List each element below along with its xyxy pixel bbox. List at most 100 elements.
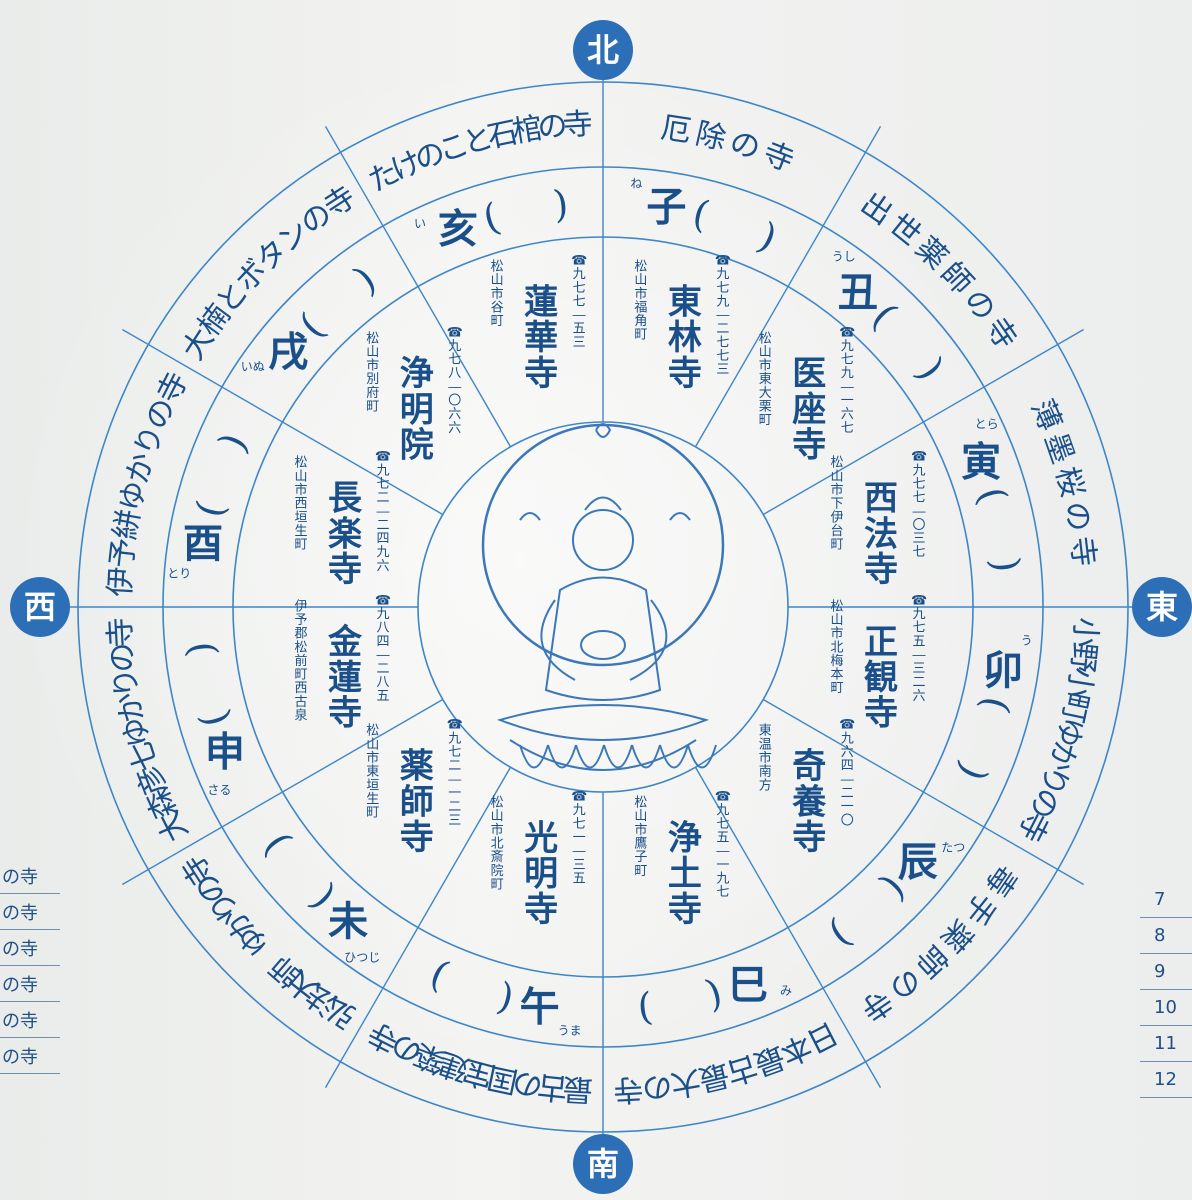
svg-text:町: 町 — [491, 314, 504, 329]
svg-text:町: 町 — [831, 681, 844, 696]
svg-text:明: 明 — [400, 390, 434, 430]
zodiac-sign: 申さる() — [178, 640, 245, 797]
svg-text:市: 市 — [491, 286, 504, 302]
zodiac-paren: ( — [688, 191, 713, 237]
zodiac-kanji: 未 — [328, 898, 368, 945]
temple-phone: ☎九七九―一六七 — [839, 325, 855, 436]
temple-phone: ☎九七二―二四九六 — [375, 450, 391, 574]
svg-text:市: 市 — [759, 358, 772, 374]
svg-text:七: 七 — [913, 545, 926, 560]
temple-phone: ☎九七八―〇六六 — [447, 325, 463, 436]
svg-text:養: 養 — [792, 782, 826, 822]
svg-text:市: 市 — [634, 822, 647, 838]
outer-ring-char: 寺 — [612, 1071, 644, 1108]
svg-text:師: 師 — [400, 782, 434, 822]
temple-entry: 東林寺 松山市福角町 ☎九七九―二七七三 — [634, 253, 731, 393]
temple-name: 正観寺 — [864, 622, 898, 733]
temple-address: 松山市福角町 — [634, 259, 647, 342]
left-list-row: の寺 — [0, 1002, 60, 1038]
zodiac-kanji: 辰 — [898, 838, 938, 885]
temple-phone: ☎九八四―二八五 — [375, 593, 391, 704]
left-list: の寺の寺の寺の寺の寺の寺 — [0, 858, 60, 1074]
svg-text:東: 東 — [366, 764, 379, 780]
zodiac-sign: 寅とら() — [961, 417, 1028, 574]
outer-ring-char: 除 — [692, 116, 729, 157]
zodiac-reading: う — [1021, 633, 1033, 647]
zodiac-sign: 酉とり() — [167, 427, 256, 581]
svg-text:奇: 奇 — [792, 747, 826, 787]
svg-text:南: 南 — [759, 764, 772, 780]
svg-text:市: 市 — [491, 822, 504, 838]
svg-text:寺: 寺 — [328, 694, 362, 734]
outer-ring-char: の — [640, 1067, 674, 1105]
temple-address: 松山市鷹子町 — [634, 796, 647, 879]
right-list-row: 12 — [1140, 1062, 1192, 1098]
zodiac-kanji: 酉 — [183, 520, 223, 567]
svg-text:三: 三 — [573, 335, 586, 350]
svg-text:西: 西 — [24, 588, 56, 626]
temple-address: 松山市別府町 — [366, 331, 379, 414]
temple-name: 西法寺 — [864, 479, 898, 590]
svg-text:泉: 泉 — [294, 708, 307, 724]
bodhisattva-illustration — [483, 424, 723, 770]
temple-name: 医座寺 — [792, 354, 826, 465]
temple-phone: ☎九七七―〇三七 — [911, 450, 927, 561]
temple-entry: 金蓮寺伊予郡松前町西古泉☎九八四―二八五 — [294, 593, 391, 733]
temple-address: 松山市北斎院町 — [491, 796, 504, 893]
svg-text:東: 東 — [759, 371, 772, 387]
svg-text:楽: 楽 — [328, 514, 362, 554]
zodiac-paren: ( — [187, 497, 233, 522]
outer-ring-label: 薄墨桜の寺 — [1024, 395, 1102, 569]
wheel-spokes — [48, 52, 1158, 1162]
zodiac-paren: ( — [969, 482, 1015, 508]
svg-text:寺: 寺 — [328, 550, 362, 590]
svg-text:寺: 寺 — [400, 818, 434, 858]
direction-badge-west: 西 — [10, 577, 70, 637]
svg-text:浄: 浄 — [668, 818, 702, 858]
svg-text:方: 方 — [759, 777, 772, 793]
svg-text:蓮: 蓮 — [524, 282, 558, 322]
svg-text:市: 市 — [759, 750, 772, 766]
svg-text:南: 南 — [587, 1145, 619, 1183]
temple-name: 浄土寺 — [668, 818, 702, 929]
svg-text:五: 五 — [376, 689, 389, 704]
svg-text:六: 六 — [376, 559, 389, 574]
svg-text:西: 西 — [864, 479, 898, 519]
zodiac-paren: ) — [551, 182, 570, 227]
svg-text:華: 華 — [524, 318, 558, 358]
temple-name: 奇養寺 — [792, 747, 826, 858]
zodiac-reading: み — [780, 984, 792, 998]
svg-text:長: 長 — [328, 479, 363, 519]
svg-text:六: 六 — [913, 689, 926, 704]
zodiac-reading: ね — [630, 176, 642, 190]
svg-text:寺: 寺 — [668, 890, 702, 930]
svg-text:法: 法 — [864, 514, 898, 554]
left-list-row: の寺 — [0, 966, 60, 1002]
svg-text:五: 五 — [573, 871, 586, 886]
outer-ring-char: 寺 — [758, 136, 799, 180]
svg-text:寺: 寺 — [864, 694, 898, 734]
outer-ring-char: 薄 — [1024, 395, 1068, 436]
zodiac-kanji: 午 — [520, 984, 560, 1031]
svg-text:市: 市 — [366, 750, 379, 766]
temple-entry: 薬師寺松山市東垣生町☎九七二―一二三 — [366, 718, 463, 858]
temple-sector-texts: 東林寺松山市福角町☎九七九―二七七三医座寺松山市東大栗町☎九七九―一六七西法寺松… — [294, 253, 927, 929]
temple-name: 東林寺 — [668, 282, 702, 393]
svg-text:町: 町 — [634, 864, 647, 879]
zodiac-paren: ) — [210, 427, 256, 458]
svg-text:蓮: 蓮 — [328, 658, 362, 698]
outer-ring-char: の — [725, 125, 764, 167]
svg-text:前: 前 — [294, 653, 307, 669]
svg-text:寺: 寺 — [864, 550, 898, 590]
svg-text:七: 七 — [716, 885, 729, 900]
zodiac-paren: ) — [908, 350, 952, 388]
svg-text:七: 七 — [841, 421, 854, 436]
zodiac-sign: 子ね() — [630, 176, 783, 260]
svg-text:観: 観 — [864, 658, 898, 698]
zodiac-kanji: 巳 — [728, 962, 768, 1009]
right-list-row: 11 — [1140, 1026, 1192, 1062]
outer-ring-char: 桜 — [1048, 463, 1090, 501]
